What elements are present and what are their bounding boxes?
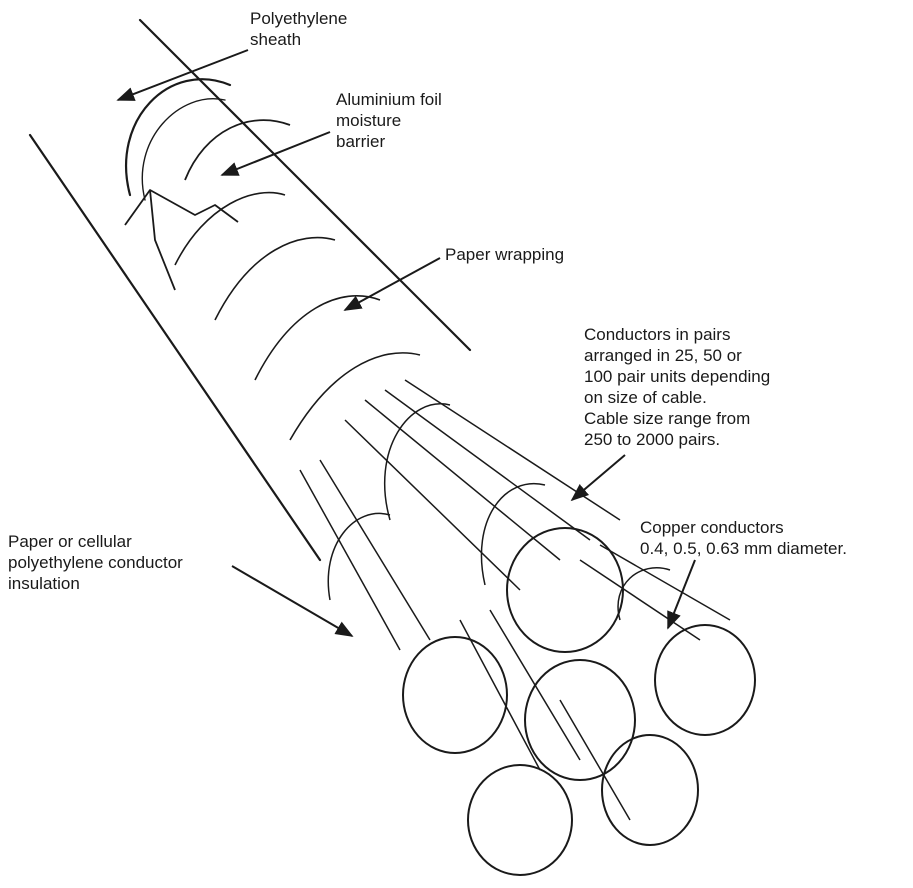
sheath-upper-edge: [140, 20, 470, 350]
arrow-pairs: [572, 455, 625, 500]
unit-face-4: [525, 660, 635, 780]
label-line: Polyethylene: [250, 8, 347, 29]
foil-fold: [150, 190, 175, 290]
sheath-lower-edge: [30, 135, 320, 560]
conductor-unit-5: [468, 700, 698, 875]
label-line: arranged in 25, 50 or: [584, 345, 770, 366]
binder-4: [328, 513, 390, 600]
label-line: Cable size range from: [584, 408, 770, 429]
conductor-unit-1: [345, 380, 623, 652]
unit-face-3: [403, 637, 507, 753]
label-line: polyethylene conductor: [8, 552, 183, 573]
label-line: 100 pair units depending: [584, 366, 770, 387]
copper-conductors-label: Copper conductors 0.4, 0.5, 0.63 mm diam…: [640, 517, 847, 559]
label-line: Copper conductors: [640, 517, 847, 538]
unit-face-1: [507, 528, 623, 652]
unit-face-6: [468, 765, 572, 875]
arrow-insulation: [232, 566, 352, 636]
arrow-copper: [668, 560, 695, 628]
label-line: 250 to 2000 pairs.: [584, 429, 770, 450]
label-line: Paper or cellular: [8, 531, 183, 552]
unit-face-5: [602, 735, 698, 845]
label-line: on size of cable.: [584, 387, 770, 408]
arrow-foil: [222, 132, 330, 175]
sheath-rim-inner: [142, 99, 225, 200]
foil-rim: [185, 120, 290, 180]
conductor-unit-2: [580, 545, 755, 735]
label-line: moisture: [336, 110, 442, 131]
label-line: barrier: [336, 131, 442, 152]
binder-3: [618, 568, 670, 620]
polyethylene-sheath-label: Polyethylene sheath: [250, 8, 347, 50]
foil-flap: [125, 190, 238, 225]
unit-face-2: [655, 625, 755, 735]
arrow-sheath: [118, 50, 248, 100]
label-line: insulation: [8, 573, 183, 594]
label-line: 0.4, 0.5, 0.63 mm diameter.: [640, 538, 847, 559]
conductor-unit-4: [460, 610, 635, 780]
label-line: Paper wrapping: [445, 244, 564, 265]
label-line: Conductors in pairs: [584, 324, 770, 345]
binder-2: [481, 484, 545, 585]
aluminium-foil-label: Aluminium foil moisture barrier: [336, 89, 442, 152]
conductor-unit-3: [300, 460, 507, 753]
arrow-paper: [345, 258, 440, 310]
paper-edge-3: [255, 296, 380, 380]
paper-wrapping-label: Paper wrapping: [445, 244, 564, 265]
insulation-label: Paper or cellular polyethylene conductor…: [8, 531, 183, 594]
conductor-units: [300, 380, 755, 875]
label-line: Aluminium foil: [336, 89, 442, 110]
label-line: sheath: [250, 29, 347, 50]
conductor-pairs-label: Conductors in pairs arranged in 25, 50 o…: [584, 324, 770, 450]
